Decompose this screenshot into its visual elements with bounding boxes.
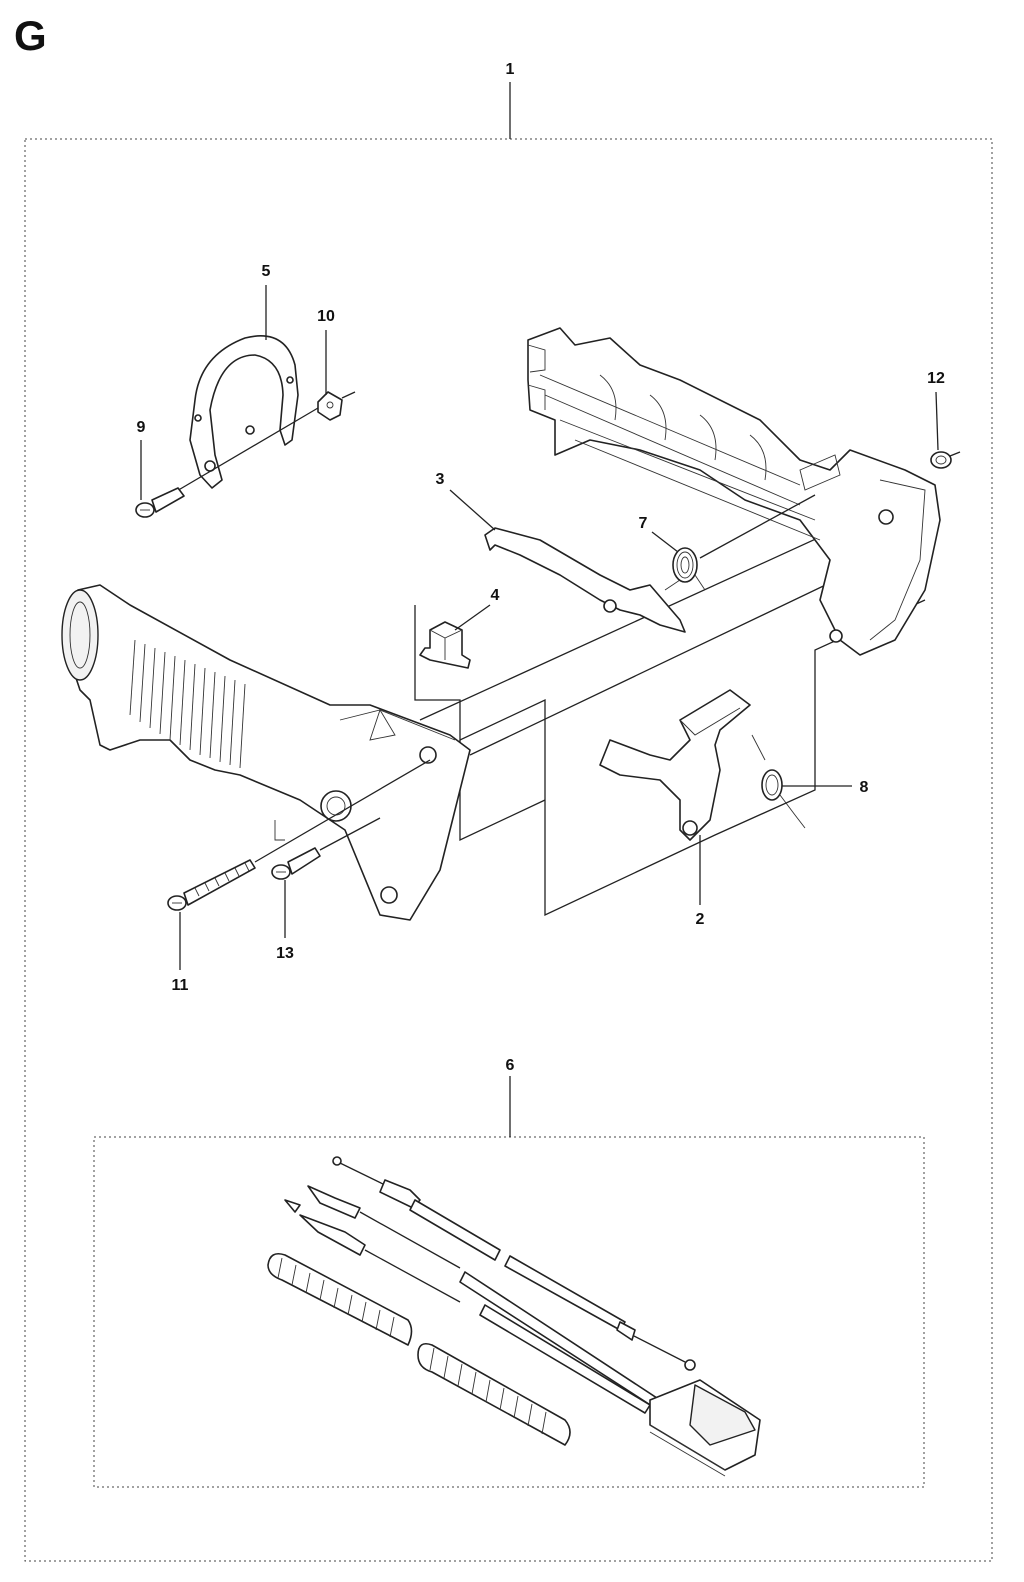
kit-6-boundary	[93, 1136, 925, 1488]
callout-1: 1	[506, 61, 515, 78]
callout-5: 5	[262, 263, 271, 280]
callout-9: 9	[137, 419, 146, 436]
part-9-screw	[135, 440, 185, 518]
part-2-throttle-trigger	[599, 689, 751, 905]
part-11-long-screw	[167, 759, 431, 970]
leader-4	[454, 604, 491, 631]
callout-2: 2	[696, 911, 705, 928]
section-letter: G	[14, 12, 47, 59]
leader-12	[935, 391, 939, 451]
part-3-lockout-lever	[449, 489, 686, 633]
callout-11: 11	[172, 977, 189, 994]
callout-8: 8	[860, 779, 869, 796]
part-5-clamp-ring	[189, 285, 299, 489]
handle-housing	[61, 327, 941, 921]
part-12-nut	[930, 391, 961, 469]
part-8-torsion-spring	[751, 734, 852, 829]
callout-7: 7	[639, 515, 648, 532]
callout-3: 3	[436, 471, 445, 488]
callout-12: 12	[927, 370, 945, 387]
part-6-cable-kit	[267, 1156, 761, 1477]
callout-13: 13	[276, 945, 294, 962]
part-13-screw	[271, 817, 381, 938]
part-10-square-nut	[169, 330, 356, 496]
leader-3	[449, 489, 496, 531]
leader-7	[651, 531, 679, 553]
assembly-1-boundary	[24, 138, 993, 1562]
callout-4: 4	[491, 587, 500, 604]
callout-6: 6	[506, 1057, 515, 1074]
callout-10: 10	[317, 308, 335, 325]
part-7-torsion-spring	[651, 494, 816, 591]
part-4-block	[419, 604, 491, 669]
